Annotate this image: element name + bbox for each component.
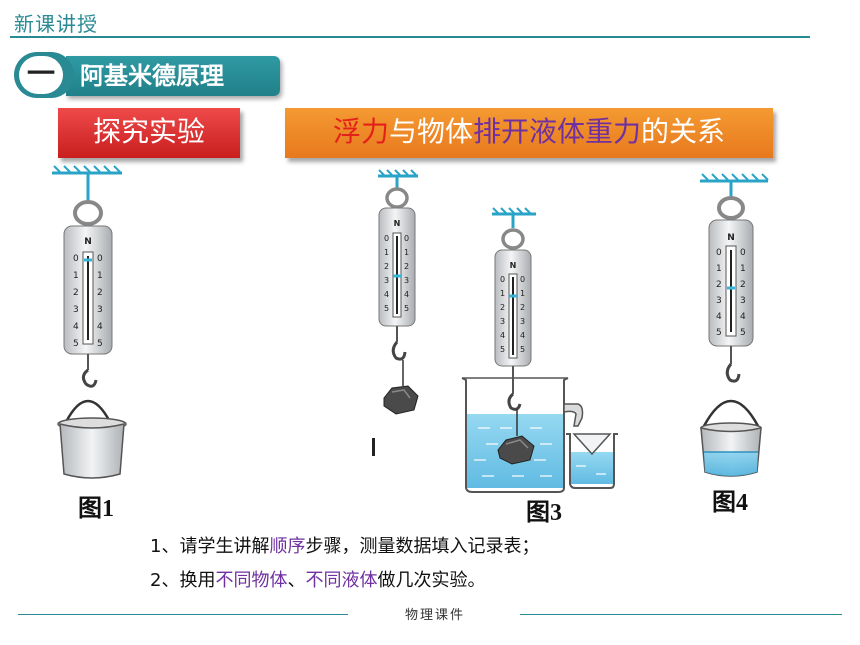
svg-text:4: 4 <box>73 322 79 332</box>
svg-text:1: 1 <box>740 264 746 274</box>
footer-text: 物理课件 <box>405 608 466 623</box>
svg-text:5: 5 <box>520 345 525 354</box>
topic-displaced-weight: 排开液体重力 <box>473 115 642 148</box>
footer-line-right <box>520 614 842 615</box>
section-title-bar <box>66 56 280 96</box>
svg-text:0: 0 <box>404 234 409 243</box>
figure1-empty-bucket <box>57 417 127 479</box>
svg-text:1: 1 <box>404 248 409 257</box>
svg-text:2: 2 <box>73 288 79 298</box>
svg-text:2: 2 <box>716 280 722 290</box>
svg-text:1: 1 <box>73 271 79 281</box>
svg-text:4: 4 <box>384 290 389 299</box>
svg-text:N: N <box>510 261 517 270</box>
svg-text:2: 2 <box>500 303 505 312</box>
svg-text:2: 2 <box>384 262 389 271</box>
figure4-bucket-with-water <box>700 422 762 477</box>
svg-text:N: N <box>394 219 401 228</box>
figure2-spring-scale: N 0 1 2 3 4 5 0 1 2 3 4 5 <box>378 169 419 415</box>
svg-text:0: 0 <box>740 248 746 258</box>
svg-text:0: 0 <box>520 275 525 284</box>
tick-mark <box>372 438 375 456</box>
note-highlight-liquids: 不同液体 <box>305 570 378 591</box>
figure3-caption: 图3 <box>526 500 562 526</box>
figure3-catch-beaker <box>566 433 618 489</box>
svg-text:1: 1 <box>384 248 389 257</box>
svg-text:0: 0 <box>500 275 505 284</box>
svg-text:1: 1 <box>520 289 525 298</box>
svg-text:0: 0 <box>384 234 389 243</box>
svg-text:N: N <box>727 233 735 243</box>
note-highlight-order: 顺序 <box>269 536 306 557</box>
svg-text:1: 1 <box>97 271 103 281</box>
svg-text:3: 3 <box>500 317 505 326</box>
svg-text:5: 5 <box>97 339 103 349</box>
figure1-spring-scale: N 0 1 2 3 4 5 0 1 2 3 4 5 <box>52 165 127 479</box>
svg-text:4: 4 <box>740 312 746 322</box>
svg-text:3: 3 <box>520 317 525 326</box>
topic-buoyancy: 浮力 <box>332 115 389 148</box>
header-title: 新课讲授 <box>14 12 98 36</box>
svg-text:5: 5 <box>73 339 79 349</box>
experiment-label: 探究实验 <box>92 115 205 148</box>
svg-text:5: 5 <box>500 345 505 354</box>
figure1-caption: 图1 <box>78 496 114 522</box>
svg-text:5: 5 <box>716 328 722 338</box>
svg-text:2: 2 <box>404 262 409 271</box>
svg-text:0: 0 <box>73 254 79 264</box>
svg-text:0: 0 <box>716 248 722 258</box>
topic-box <box>285 108 773 158</box>
svg-text:5: 5 <box>404 304 409 313</box>
topic-with-object: 与物体 <box>388 115 473 148</box>
svg-text:4: 4 <box>97 322 103 332</box>
svg-text:3: 3 <box>716 296 722 306</box>
svg-text:4: 4 <box>500 331 505 340</box>
svg-text:1: 1 <box>716 264 722 274</box>
section-number: 一 <box>26 57 55 90</box>
svg-text:2: 2 <box>520 303 525 312</box>
svg-text:5: 5 <box>740 328 746 338</box>
figure1-unit: N <box>84 237 92 247</box>
figure4-caption: 图4 <box>712 490 748 516</box>
svg-text:4: 4 <box>520 331 525 340</box>
experiment-label-box <box>58 108 240 158</box>
svg-text:4: 4 <box>404 290 409 299</box>
section-title: 阿基米德原理 <box>80 62 224 90</box>
svg-text:2: 2 <box>97 288 103 298</box>
header-divider <box>10 36 810 38</box>
note-line-1: 1、请学生讲解顺序步骤，测量数据填入记录表； <box>150 536 540 557</box>
note-line-2: 2、换用不同物体、不同液体做几次实验。 <box>150 570 486 591</box>
svg-text:3: 3 <box>73 305 79 315</box>
footer-line-left <box>18 614 348 615</box>
svg-text:3: 3 <box>97 305 103 315</box>
figure2-stone <box>383 385 419 415</box>
topic-title: 浮力与物体排开液体重力的关系 <box>285 108 773 158</box>
svg-text:3: 3 <box>740 296 746 306</box>
svg-text:5: 5 <box>384 304 389 313</box>
topic-relation: 的关系 <box>641 115 726 148</box>
svg-text:3: 3 <box>384 276 389 285</box>
svg-text:0: 0 <box>97 254 103 264</box>
figure3-spring-scale: N 0 1 2 3 4 5 0 1 2 3 4 5 <box>492 207 536 394</box>
svg-text:3: 3 <box>404 276 409 285</box>
svg-text:2: 2 <box>740 280 746 290</box>
note-highlight-objects: 不同物体 <box>215 570 288 591</box>
svg-text:1: 1 <box>500 289 505 298</box>
svg-text:4: 4 <box>716 312 722 322</box>
section-badge-inner <box>19 56 63 94</box>
figure4-spring-scale: N 0 1 2 3 4 5 0 1 2 3 4 5 <box>700 173 769 477</box>
figure3-overflow-beaker <box>461 377 584 493</box>
